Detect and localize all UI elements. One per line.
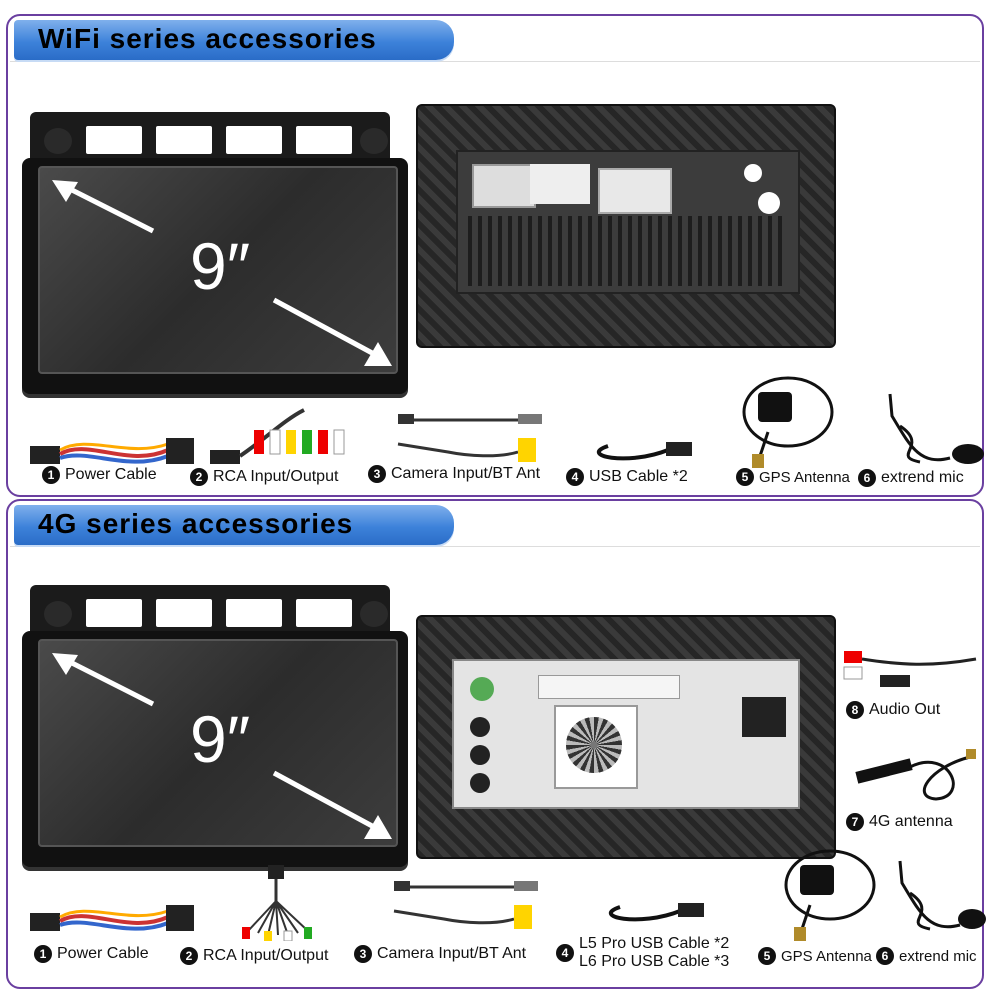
arrow-icon bbox=[272, 297, 392, 366]
arrow-icon bbox=[52, 653, 155, 707]
gps-port bbox=[758, 192, 780, 214]
head-unit-front: 9″ bbox=[22, 112, 412, 402]
accessory-item: 5 GPS Antenna bbox=[736, 468, 850, 486]
accessory-item: 6 extrend mic bbox=[858, 469, 964, 487]
item-number: 6 bbox=[858, 469, 876, 487]
power-connector bbox=[472, 164, 536, 208]
mounting-bracket bbox=[30, 112, 390, 160]
item-number: 3 bbox=[354, 945, 372, 963]
fan bbox=[554, 705, 638, 789]
rca-cable-icon bbox=[242, 865, 312, 941]
item-label: Camera Input/BT Ant bbox=[391, 465, 541, 482]
antenna-port bbox=[470, 677, 494, 701]
item-label: GPS Antenna bbox=[781, 947, 872, 965]
section-title: 4G series accessories bbox=[38, 508, 354, 539]
rear-panel bbox=[456, 150, 800, 294]
item-number: 7 bbox=[846, 813, 864, 831]
item-label: GPS Antenna bbox=[759, 468, 850, 486]
power-cable-icon bbox=[30, 438, 194, 464]
usb-cable-icon bbox=[597, 442, 692, 461]
rca-connector bbox=[598, 168, 672, 214]
radio-port bbox=[744, 164, 762, 182]
head-unit-rear bbox=[416, 104, 836, 348]
item-label: Power Cable bbox=[57, 945, 149, 962]
accessory-item: 5 GPS Antenna bbox=[758, 947, 872, 965]
connector-block bbox=[538, 675, 680, 699]
accessory-item: 4 L5 Pro USB Cable *2 L6 Pro USB Cable *… bbox=[556, 935, 729, 971]
head-unit-front: 9″ bbox=[22, 585, 412, 875]
wifi-accessories-panel: WiFi series accessories 9″ bbox=[6, 14, 984, 497]
screen-size-label: 9″ bbox=[190, 229, 251, 303]
gps-antenna-icon bbox=[742, 376, 834, 468]
item-number: 8 bbox=[846, 701, 864, 719]
port bbox=[470, 773, 490, 793]
mic-icon bbox=[898, 860, 986, 931]
usb-cable-icon bbox=[609, 903, 704, 922]
item-number: 3 bbox=[368, 465, 386, 483]
rear-panel bbox=[452, 659, 800, 809]
screen-display: 9″ bbox=[38, 639, 398, 847]
arrow-icon bbox=[52, 180, 155, 234]
accessory-item: 2 RCA Input/Output bbox=[190, 468, 338, 486]
item-number: 2 bbox=[190, 468, 208, 486]
item-label: RCA Input/Output bbox=[203, 947, 329, 964]
item-label: extrend mic bbox=[881, 469, 964, 486]
screen-bezel: 9″ bbox=[22, 631, 408, 867]
gps-antenna-icon bbox=[784, 849, 876, 941]
accessory-item: 1 Power Cable bbox=[42, 466, 157, 484]
accessory-item: 8 Audio Out bbox=[846, 701, 940, 719]
heatsink bbox=[468, 216, 788, 286]
connector-block bbox=[742, 697, 786, 737]
head-unit-rear bbox=[416, 615, 836, 859]
accessory-item: 3 Camera Input/BT Ant bbox=[354, 945, 526, 963]
4g-accessories-panel: 4G series accessories 9″ bbox=[6, 499, 986, 989]
screen-bezel: 9″ bbox=[22, 158, 408, 394]
4g-antenna-icon bbox=[855, 749, 976, 801]
port bbox=[470, 745, 490, 765]
power-cable-icon bbox=[30, 905, 194, 931]
panel-frame bbox=[10, 546, 980, 985]
item-label: L6 Pro USB Cable *3 bbox=[579, 953, 730, 970]
item-number: 5 bbox=[736, 468, 754, 486]
screen-display: 9″ bbox=[38, 166, 398, 374]
item-label: RCA Input/Output bbox=[213, 468, 339, 485]
section-title: WiFi series accessories bbox=[38, 23, 377, 54]
item-label: Power Cable bbox=[65, 466, 157, 483]
item-label: USB Cable *2 bbox=[589, 468, 688, 485]
accessory-item: 4 USB Cable *2 bbox=[566, 468, 688, 486]
section-banner: 4G series accessories bbox=[14, 505, 454, 545]
item-label-group: L5 Pro USB Cable *2 L6 Pro USB Cable *3 bbox=[579, 935, 729, 971]
item-number: 4 bbox=[556, 944, 574, 962]
rca-cable-icon bbox=[210, 408, 345, 464]
mic-icon bbox=[888, 393, 984, 464]
port bbox=[470, 717, 490, 737]
camera-cable-icon bbox=[397, 414, 542, 462]
screen-size-label: 9″ bbox=[190, 702, 251, 776]
audio-out-cable-icon bbox=[843, 651, 977, 687]
item-label: extrend mic bbox=[899, 947, 977, 965]
item-label: L5 Pro USB Cable *2 bbox=[579, 935, 730, 952]
item-number: 6 bbox=[876, 947, 894, 965]
panel-frame bbox=[10, 61, 980, 493]
model-sticker bbox=[530, 164, 590, 204]
accessory-item: 6 extrend mic bbox=[876, 947, 977, 965]
item-label: 4G antenna bbox=[869, 813, 953, 830]
item-label: Camera Input/BT Ant bbox=[377, 945, 527, 962]
item-number: 5 bbox=[758, 947, 776, 965]
arrow-icon bbox=[272, 770, 392, 839]
section-banner: WiFi series accessories bbox=[14, 20, 454, 60]
mounting-bracket bbox=[30, 585, 390, 633]
item-label: Audio Out bbox=[869, 701, 941, 718]
accessory-item: 1 Power Cable bbox=[34, 945, 149, 963]
item-number: 4 bbox=[566, 468, 584, 486]
accessory-item: 2 RCA Input/Output bbox=[180, 947, 328, 965]
item-number: 1 bbox=[34, 945, 52, 963]
item-number: 1 bbox=[42, 466, 60, 484]
camera-cable-icon bbox=[393, 881, 538, 929]
item-number: 2 bbox=[180, 947, 198, 965]
accessory-item: 3 Camera Input/BT Ant bbox=[368, 465, 540, 483]
accessory-item: 7 4G antenna bbox=[846, 813, 953, 831]
